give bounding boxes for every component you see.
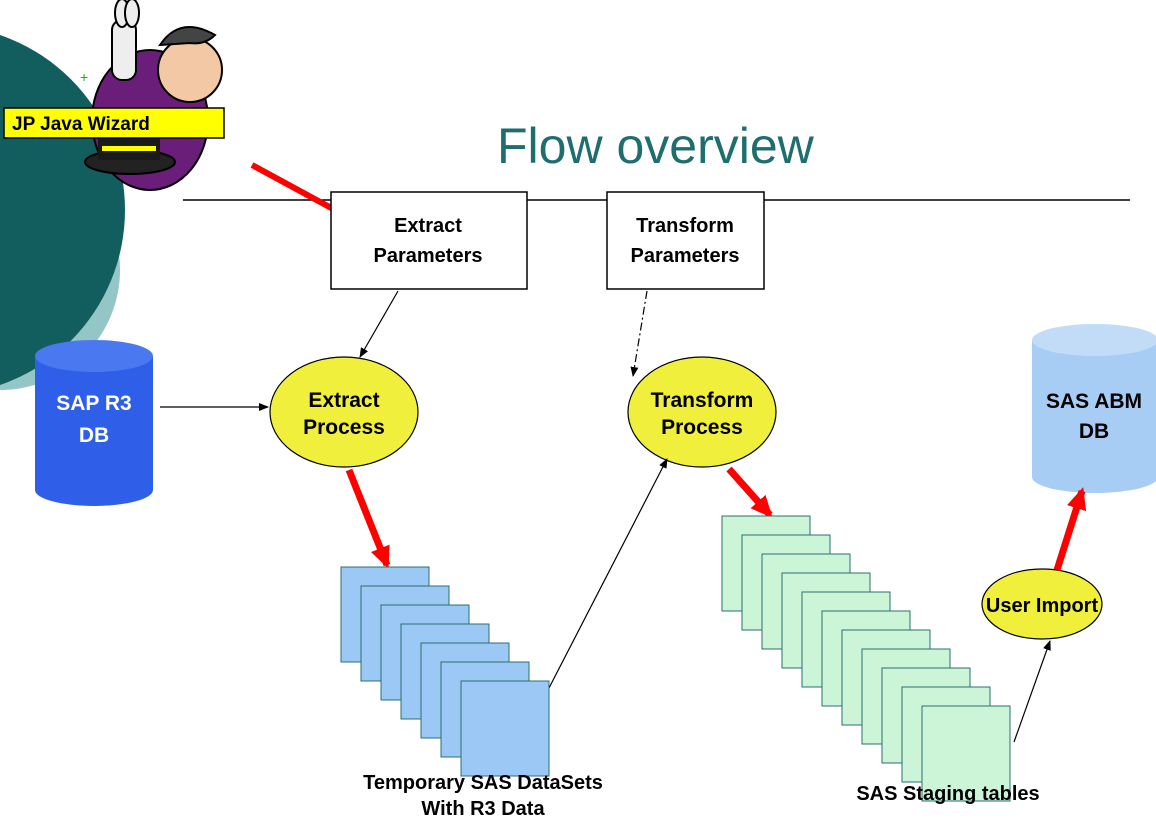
extract-parameters-line2: Parameters bbox=[374, 245, 483, 267]
temp-stack-label-line2: With R3 Data bbox=[421, 798, 545, 819]
wizard-label-box bbox=[3, 107, 225, 139]
transform-to-staging-arrow bbox=[726, 466, 773, 518]
extract-parameters-line1: Extract bbox=[394, 215, 462, 237]
user-import-label: User Import bbox=[986, 595, 1099, 617]
extract-params-to-process-arrow bbox=[359, 290, 399, 358]
sap-r3-db-cylinder bbox=[35, 340, 153, 506]
transform-process-line2: Process bbox=[661, 416, 743, 439]
svg-text:+: + bbox=[80, 69, 88, 85]
staging-to-import-arrow bbox=[1013, 640, 1051, 743]
temp-dataset-sheet bbox=[460, 680, 550, 777]
extract-process-line2: Process bbox=[303, 416, 385, 439]
temporary-datasets-stack bbox=[340, 566, 550, 777]
transform-process-line1: Transform bbox=[651, 389, 754, 412]
staging-tables-stack bbox=[721, 515, 1011, 802]
wizard-connector bbox=[250, 162, 337, 213]
page-title: Flow overview bbox=[497, 118, 815, 174]
import-to-abm-arrow bbox=[1053, 487, 1087, 572]
extract-process-ellipse bbox=[269, 356, 419, 468]
transform-parameters-box bbox=[606, 191, 765, 290]
extract-parameters-box bbox=[330, 191, 528, 290]
transform-params-to-process-arrow bbox=[630, 290, 648, 377]
temp-to-transform-arrow bbox=[548, 458, 668, 689]
sas-abm-db-line2: DB bbox=[1079, 420, 1109, 443]
transform-parameters-line2: Parameters bbox=[631, 245, 740, 267]
sas-abm-db-cylinder bbox=[1032, 324, 1156, 493]
extract-to-temp-arrow bbox=[345, 468, 391, 569]
extract-process-line1: Extract bbox=[308, 389, 379, 412]
staging-stack-label: SAS Staging tables bbox=[856, 783, 1039, 805]
staging-table-sheet bbox=[921, 705, 1011, 802]
user-import-ellipse bbox=[981, 568, 1103, 640]
sap-db-line2: DB bbox=[79, 424, 109, 447]
wizard-illustration-icon: + bbox=[80, 0, 223, 191]
temp-stack-label-line1: Temporary SAS DataSets bbox=[363, 772, 603, 794]
transform-process-ellipse bbox=[627, 356, 777, 468]
wizard-label: JP Java Wizard bbox=[12, 114, 150, 135]
sap-db-line1: SAP R3 bbox=[56, 392, 131, 415]
transform-parameters-line1: Transform bbox=[636, 215, 734, 237]
sas-abm-db-line1: SAS ABM bbox=[1046, 390, 1142, 413]
